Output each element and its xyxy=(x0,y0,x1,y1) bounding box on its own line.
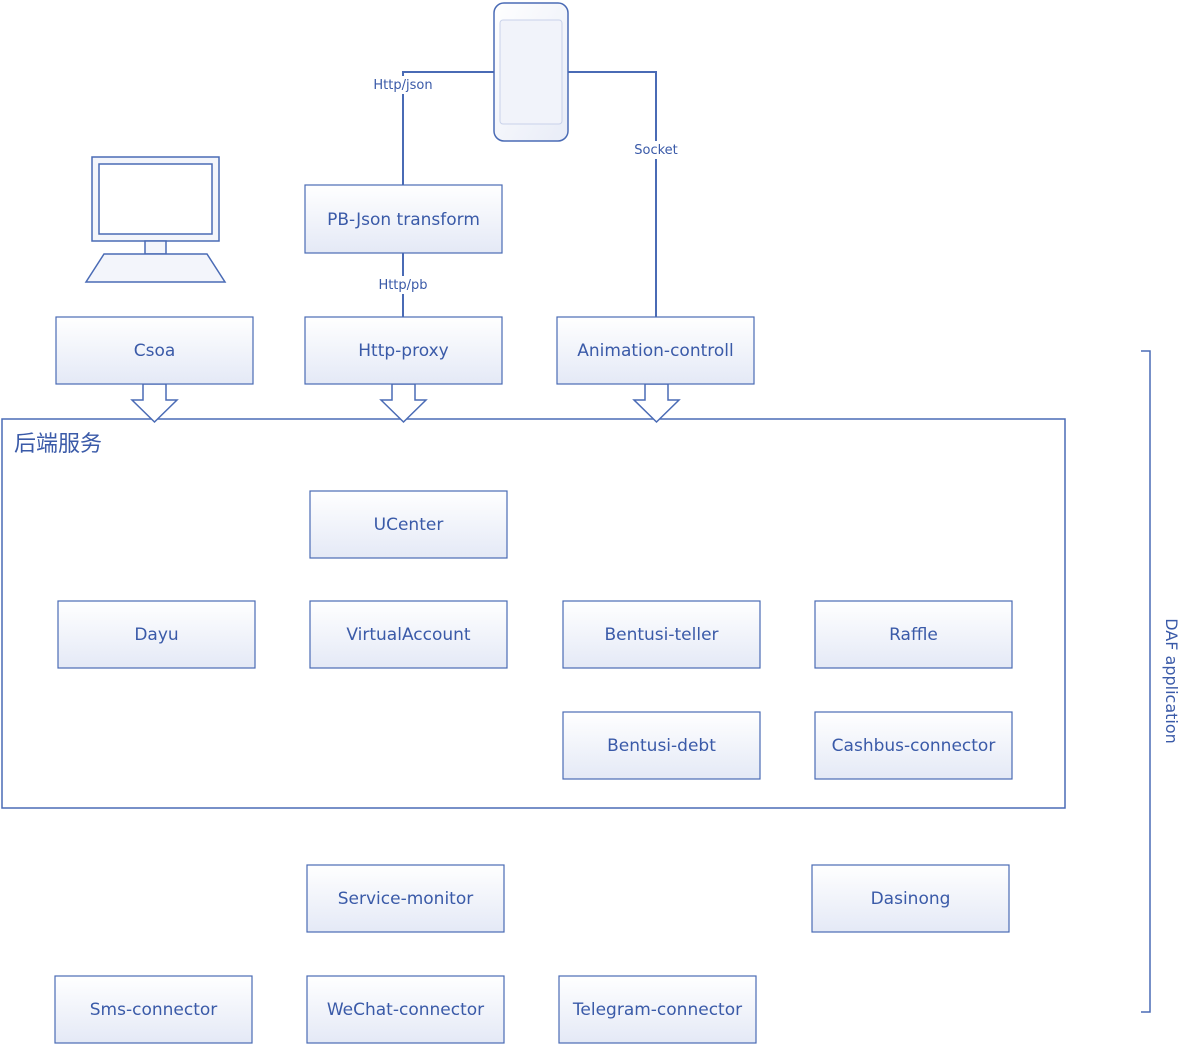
down-arrow-icon xyxy=(379,383,428,424)
box-csoa[interactable]: Csoa xyxy=(55,316,254,385)
box-label: UCenter xyxy=(374,515,444,535)
box-label: Dayu xyxy=(134,625,178,645)
box-label: Csoa xyxy=(134,341,176,361)
box-animation-controll[interactable]: Animation-controll xyxy=(556,316,755,385)
box-label: Service-monitor xyxy=(338,889,473,909)
box-label: Dasinong xyxy=(871,889,951,909)
box-service-monitor[interactable]: Service-monitor xyxy=(306,864,505,933)
box-label: PB-Json transform xyxy=(327,210,480,230)
down-arrow-icon xyxy=(632,383,681,424)
desktop-computer-icon xyxy=(84,156,227,283)
box-raffle[interactable]: Raffle xyxy=(814,600,1013,669)
box-bentusi-debt[interactable]: Bentusi-debt xyxy=(562,711,761,780)
daf-application-bracket: DAF application xyxy=(1141,350,1181,1013)
box-label: Sms-connector xyxy=(90,1000,218,1020)
down-arrows xyxy=(130,383,681,424)
box-label: VirtualAccount xyxy=(346,625,471,645)
side-label: DAF application xyxy=(1162,618,1181,744)
edge-label-http-pb: Http/pb xyxy=(378,278,427,293)
service-boxes: PB-Json transform Csoa Http-proxy Animat… xyxy=(54,184,1013,1044)
down-arrow-icon xyxy=(130,383,179,424)
edge-label-http-json: Http/json xyxy=(373,78,432,93)
edge-phone-to-pb-json xyxy=(402,71,495,185)
box-label: Http-proxy xyxy=(358,341,448,361)
box-label: Bentusi-debt xyxy=(607,736,716,756)
box-label: Bentusi-teller xyxy=(604,625,718,645)
box-dasinong[interactable]: Dasinong xyxy=(811,864,1010,933)
box-ucenter[interactable]: UCenter xyxy=(309,490,508,559)
box-dayu[interactable]: Dayu xyxy=(57,600,256,669)
group-title: 后端服务 xyxy=(14,432,102,457)
edge-labels: Http/json Socket Http/pb xyxy=(366,76,684,294)
box-pb-json-transform[interactable]: PB-Json transform xyxy=(304,184,503,254)
box-virtual-account[interactable]: VirtualAccount xyxy=(309,600,508,669)
box-sms-connector[interactable]: Sms-connector xyxy=(54,975,253,1044)
box-label: WeChat-connector xyxy=(327,1000,484,1020)
edge-label-socket: Socket xyxy=(634,143,678,158)
box-cashbus-connector[interactable]: Cashbus-connector xyxy=(814,711,1013,780)
mobile-phone-icon xyxy=(493,2,569,142)
box-label: Animation-controll xyxy=(577,341,733,361)
box-http-proxy[interactable]: Http-proxy xyxy=(304,316,503,385)
box-label: Cashbus-connector xyxy=(832,736,996,756)
box-label: Raffle xyxy=(889,625,938,645)
edge-phone-to-animation xyxy=(568,71,657,317)
box-bentusi-teller[interactable]: Bentusi-teller xyxy=(562,600,761,669)
box-wechat-connector[interactable]: WeChat-connector xyxy=(306,975,505,1044)
box-label: Telegram-connector xyxy=(572,1000,742,1020)
box-telegram-connector[interactable]: Telegram-connector xyxy=(558,975,757,1044)
